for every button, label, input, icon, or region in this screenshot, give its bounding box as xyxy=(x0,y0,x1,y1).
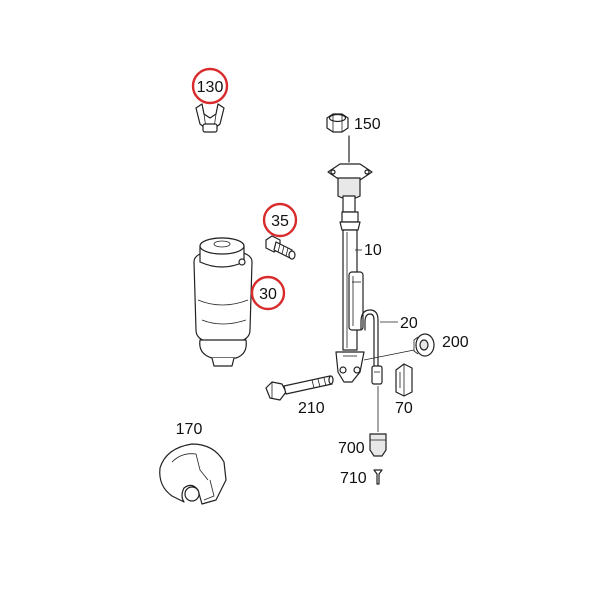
label-10: 10 xyxy=(364,242,382,259)
label-700: 700 xyxy=(338,440,365,457)
highlight-ring-30 xyxy=(250,275,286,311)
highlight-ring-130 xyxy=(191,67,229,105)
part-710-pin xyxy=(373,469,383,485)
part-20-cable xyxy=(360,309,383,385)
part-35-fitting xyxy=(265,235,296,260)
label-200: 200 xyxy=(442,334,469,351)
part-130-clip xyxy=(195,103,225,133)
label-35: 35 xyxy=(271,213,289,230)
label-130: 130 xyxy=(197,79,224,96)
part-700-connector xyxy=(369,386,387,457)
label-170: 170 xyxy=(176,421,203,438)
part-210-bolt xyxy=(265,375,334,401)
part-30-air-spring xyxy=(193,237,253,367)
label-20: 20 xyxy=(400,315,418,332)
part-10-shock-absorber xyxy=(327,135,373,383)
highlight-ring-35 xyxy=(262,202,298,238)
part-170-cover xyxy=(159,443,227,505)
label-150: 150 xyxy=(354,116,381,133)
part-70-bracket xyxy=(395,363,413,397)
part-150-nut xyxy=(326,113,349,133)
label-70: 70 xyxy=(395,400,413,417)
label-210: 210 xyxy=(298,400,325,417)
label-710: 710 xyxy=(340,470,367,487)
label-30: 30 xyxy=(259,286,277,303)
part-200-bushing xyxy=(413,333,435,357)
leader-200 xyxy=(363,349,415,361)
